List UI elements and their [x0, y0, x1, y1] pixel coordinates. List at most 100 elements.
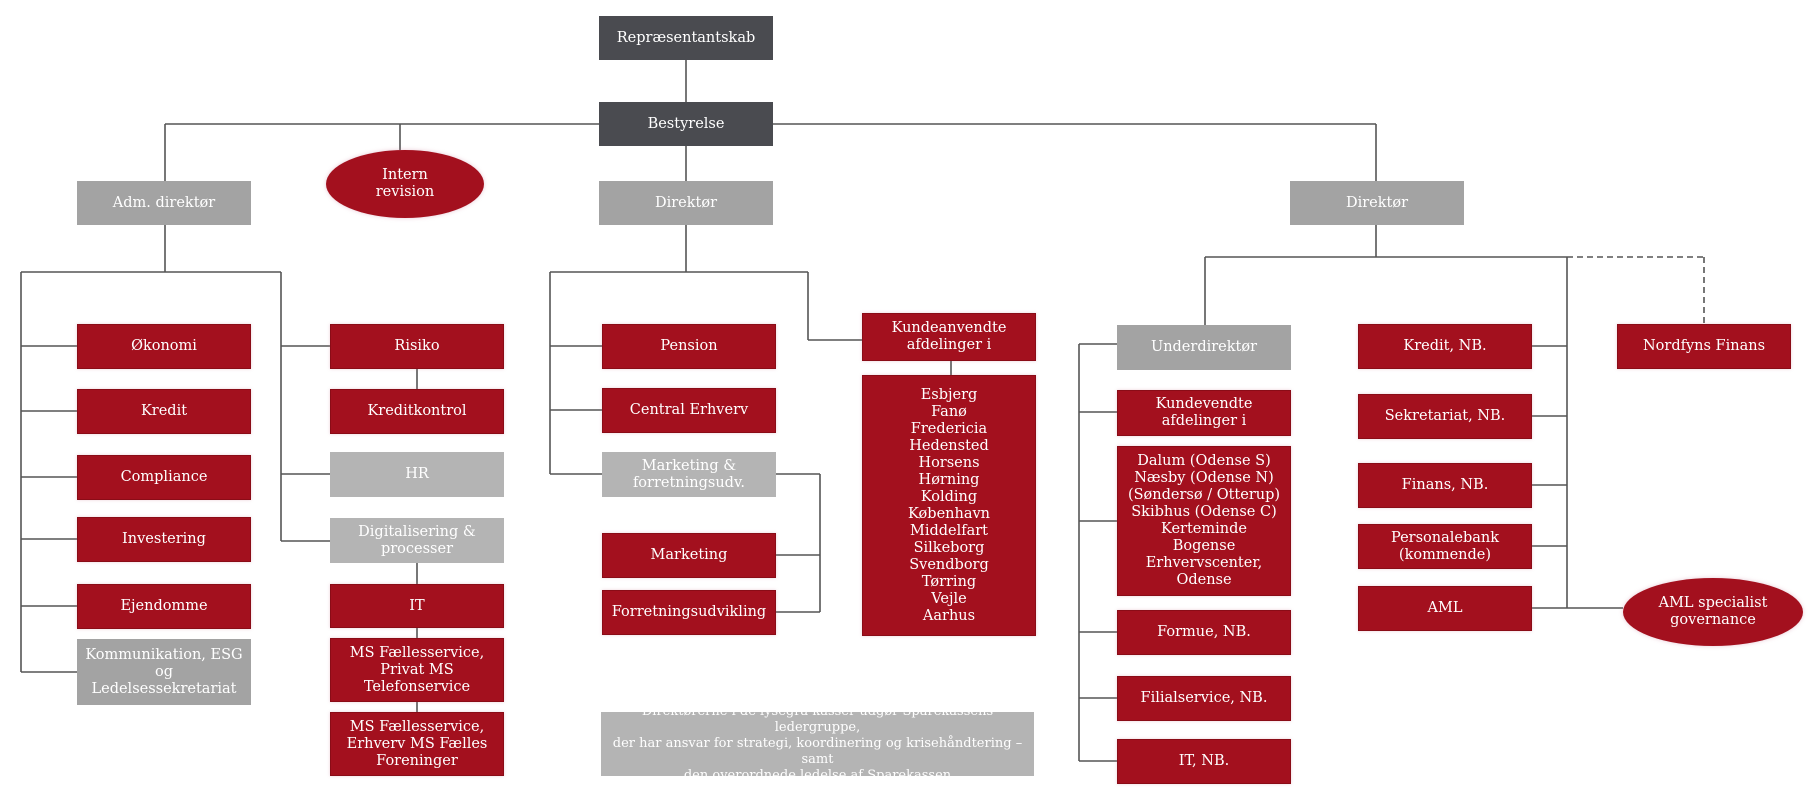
unit-personalebank: Personalebank (kommende)	[1358, 524, 1532, 569]
unit-hr: HR	[330, 452, 504, 497]
unit-label: AML	[1427, 600, 1463, 616]
underdirektor-box: Underdirektør	[1117, 325, 1291, 370]
leadership-note: Direktørerne i de lysegrå kasser udgør S…	[601, 704, 1034, 783]
unit-label: Risiko	[394, 338, 440, 354]
unit-label: HR	[405, 466, 429, 482]
branch-item: Fanø	[931, 403, 967, 420]
unit-central-erhverv: Central Erhverv	[602, 388, 776, 433]
unit-label: MS Fællesservice, Privat MS Telefonservi…	[349, 644, 485, 695]
unit-sekretariat-nb: Sekretariat, NB.	[1358, 394, 1532, 439]
unit-label: Kredit, NB.	[1403, 338, 1487, 354]
unit-label: Investering	[122, 531, 206, 547]
unit-label: Marketing	[650, 547, 728, 563]
leadership-note-text: Direktørerne i de lysegrå kasser udgør S…	[612, 704, 1023, 783]
bestyrelse-label: Bestyrelse	[647, 115, 725, 132]
branch-item: Næsby (Odense N)	[1134, 470, 1274, 486]
repraesentantskab-box: Repræsentantskab	[599, 16, 773, 60]
kundevendte-title-box: Kundevendte afdelinger i	[1117, 390, 1291, 436]
branch-item: Vejle	[931, 590, 967, 607]
unit-digitalisering: Digitalisering & processer	[330, 518, 504, 563]
unit-label: Forretningsudvikling	[611, 604, 767, 620]
unit-label: Økonomi	[131, 338, 197, 354]
branch-item: Hørning	[918, 471, 980, 488]
unit-filialservice-nb: Filialservice, NB.	[1117, 676, 1291, 721]
unit-kreditkontrol: Kreditkontrol	[330, 389, 504, 434]
right-direktor-box: Direktør	[1290, 181, 1464, 225]
unit-label: Pension	[660, 338, 718, 354]
unit-label: Digitalisering & processer	[358, 523, 476, 557]
branch-item: Esbjerg	[920, 386, 978, 403]
unit-it: IT	[330, 584, 504, 628]
repraesentantskab-label: Repræsentantskab	[616, 29, 756, 46]
intern-revision-label: Intern revision	[375, 167, 435, 200]
bestyrelse-box: Bestyrelse	[599, 102, 773, 146]
unit-label: Sekretariat, NB.	[1384, 408, 1506, 424]
branch-item: Fredericia	[910, 420, 988, 437]
unit-ms-privat: MS Fællesservice, Privat MS Telefonservi…	[330, 638, 504, 702]
branch-item: Hedensted	[909, 437, 989, 454]
unit-kredit-nb: Kredit, NB.	[1358, 324, 1532, 369]
branch-item: Horsens	[918, 454, 980, 471]
unit-okonomi: Økonomi	[77, 324, 251, 369]
unit-label: Personalebank (kommende)	[1390, 529, 1500, 563]
unit-label: MS Fællesservice, Erhverv MS Fælles Fore…	[346, 718, 488, 769]
unit-forretningsudvikling: Forretningsudvikling	[602, 590, 776, 635]
branch-item: Skibhus (Odense C)	[1131, 504, 1277, 520]
right-direktor-label: Direktør	[1345, 194, 1409, 211]
unit-investering: Investering	[77, 517, 251, 562]
unit-pension: Pension	[602, 324, 776, 369]
kundeanvendte-title-box: Kundeanvendte afdelinger i	[862, 313, 1036, 361]
unit-label: Nordfyns Finans	[1642, 338, 1766, 354]
unit-label: Formue, NB.	[1157, 624, 1251, 640]
unit-marketing-forretningsudv: Marketing & forretningsudv.	[602, 452, 776, 497]
unit-ejendomme: Ejendomme	[77, 584, 251, 629]
unit-compliance: Compliance	[77, 455, 251, 500]
branch-item: Kerteminde	[1161, 521, 1247, 537]
branch-item: Tørring	[921, 573, 977, 590]
unit-label: Filialservice, NB.	[1140, 690, 1268, 706]
kundeanvendte-title: Kundeanvendte afdelinger i	[891, 320, 1007, 353]
middle-direktor-box: Direktør	[599, 181, 773, 225]
unit-it-nb: IT, NB.	[1117, 739, 1291, 784]
branch-item: Kolding	[920, 488, 978, 505]
unit-label: Compliance	[120, 469, 208, 485]
adm-direktor-box: Adm. direktør	[77, 181, 251, 225]
branch-item: Erhvervscenter,	[1145, 555, 1263, 571]
unit-label: Ejendomme	[120, 598, 208, 614]
unit-label: Marketing & forretningsudv.	[632, 457, 746, 491]
branch-item: Bogense	[1172, 538, 1236, 554]
unit-label: Kreditkontrol	[367, 403, 467, 419]
kundeanvendte-list-box: Esbjerg Fanø Fredericia Hedensted Horsen…	[862, 375, 1036, 636]
unit-risiko: Risiko	[330, 324, 504, 369]
branch-item: Silkeborg	[913, 539, 985, 556]
unit-marketing: Marketing	[602, 533, 776, 578]
branch-item: Aarhus	[922, 607, 976, 624]
unit-label: Finans, NB.	[1401, 477, 1489, 493]
aml-specialist-ellipse: AML specialist governance	[1623, 578, 1803, 646]
unit-kommunikation: Kommunikation, ESG og Ledelsessekretaria…	[77, 639, 251, 705]
branch-item: Svendborg	[909, 556, 989, 573]
unit-kredit: Kredit	[77, 389, 251, 434]
intern-revision-ellipse: Intern revision	[326, 150, 484, 218]
adm-direktor-label: Adm. direktør	[112, 194, 216, 211]
branch-item: Dalum (Odense S)	[1137, 453, 1271, 469]
kundevendte-title: Kundevendte afdelinger i	[1155, 396, 1253, 429]
unit-formue-nb: Formue, NB.	[1117, 610, 1291, 655]
unit-nordfyns-finans: Nordfyns Finans	[1617, 324, 1791, 369]
unit-label: Kommunikation, ESG og Ledelsessekretaria…	[85, 646, 243, 697]
kundevendte-list-box: Dalum (Odense S) Næsby (Odense N) (Sønde…	[1117, 446, 1291, 596]
unit-label: IT	[409, 597, 425, 614]
unit-label: IT, NB.	[1178, 753, 1230, 769]
middle-direktor-label: Direktør	[654, 194, 718, 211]
branch-item: (Søndersø / Otterup)	[1127, 487, 1281, 503]
branch-item: Odense	[1176, 572, 1232, 588]
branch-item: København	[907, 505, 991, 522]
branch-item: Middelfart	[909, 522, 989, 539]
unit-label: Central Erhverv	[629, 402, 749, 418]
unit-label: Kredit	[140, 403, 188, 419]
unit-ms-erhverv: MS Fællesservice, Erhverv MS Fælles Fore…	[330, 712, 504, 776]
unit-finans-nb: Finans, NB.	[1358, 463, 1532, 508]
aml-specialist-label: AML specialist governance	[1658, 595, 1768, 628]
